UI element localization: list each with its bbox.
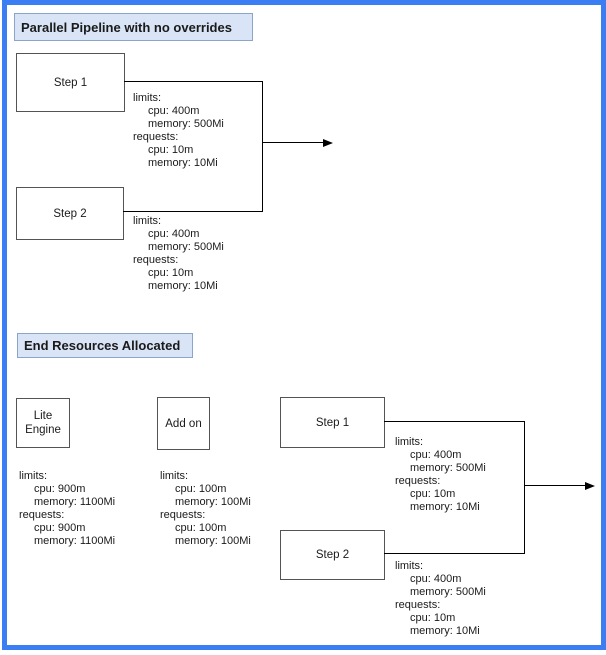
resource-line: cpu: 10m (148, 144, 194, 156)
resource-line: limits: (133, 215, 162, 227)
section2-join-line (524, 421, 525, 554)
section1-step2-label: Step 2 (53, 207, 87, 220)
resource-line: cpu: 10m (410, 612, 456, 624)
resource-line: memory: 10Mi (410, 501, 480, 513)
resource-line: cpu: 400m (148, 228, 200, 240)
resource-line: memory: 1100Mi (34, 496, 116, 508)
section1-step1-connector-line (124, 81, 263, 82)
resource-line: memory: 10Mi (148, 157, 218, 169)
section2-addon-node: Add on (157, 397, 210, 450)
addon-resources: limits: cpu: 100m memory: 100Mi requests… (160, 470, 251, 548)
resource-line: cpu: 100m (175, 483, 227, 495)
section1-step2-connector-line (123, 211, 263, 212)
resource-line: limits: (160, 470, 189, 482)
section1-step1-node: Step 1 (16, 53, 125, 112)
resource-line: memory: 100Mi (175, 535, 251, 547)
section2-title-label: End Resources Allocated (24, 338, 181, 353)
section1-step1-label: Step 1 (53, 76, 88, 89)
resource-line: memory: 10Mi (148, 280, 218, 292)
section2-step1-label: Step 1 (315, 416, 350, 429)
resource-line: cpu: 400m (148, 105, 200, 117)
section2-step2-node: Step 2 (280, 530, 385, 580)
section2-step1-node: Step 1 (280, 397, 385, 448)
resource-line: memory: 100Mi (175, 496, 251, 508)
resource-line: cpu: 900m (34, 522, 86, 534)
section1-step1-resources: limits: cpu: 400m memory: 500Mi requests… (133, 92, 224, 170)
resource-line: memory: 500Mi (148, 241, 224, 253)
resource-line: requests: (133, 254, 179, 266)
resource-line: memory: 500Mi (148, 118, 224, 130)
resource-line: limits: (395, 436, 424, 448)
resource-line: requests: (395, 599, 441, 611)
resource-line: cpu: 10m (148, 267, 194, 279)
lite-engine-resources: limits: cpu: 900m memory: 1100Mi request… (19, 470, 115, 548)
section1-join-line (262, 81, 263, 212)
addon-label: Add on (165, 417, 202, 430)
section2-lite-engine-node: Lite Engine (16, 398, 70, 448)
section2-step1-resources: limits: cpu: 400m memory: 500Mi requests… (395, 436, 486, 514)
resource-line: cpu: 10m (410, 488, 456, 500)
lite-engine-label-line2: Engine (25, 424, 61, 436)
resource-line: memory: 500Mi (410, 586, 486, 598)
section2-output-arrow-line (524, 485, 586, 486)
section2-step1-connector-line (384, 421, 525, 422)
section2-step2-label: Step 2 (315, 549, 350, 561)
section1-title: Parallel Pipeline with no overrides (14, 13, 253, 41)
resource-line: limits: (395, 560, 424, 572)
resource-line: limits: (133, 92, 162, 104)
resource-line: requests: (133, 131, 179, 143)
resource-line: memory: 500Mi (410, 462, 486, 474)
resource-line: requests: (19, 509, 65, 521)
resource-line: cpu: 400m (410, 573, 462, 585)
resource-line: limits: (19, 470, 48, 482)
section1-step2-resources: limits: cpu: 400m memory: 500Mi requests… (133, 215, 224, 293)
section1-output-arrow-line (262, 142, 324, 143)
resource-line: memory: 1100Mi (34, 535, 116, 547)
section2-arrowhead-icon (585, 482, 595, 490)
resource-line: requests: (395, 475, 441, 487)
section2-step2-resources: limits: cpu: 400m memory: 500Mi requests… (395, 560, 486, 638)
section1-step2-node: Step 2 (16, 187, 124, 240)
lite-engine-label-line1: Lite (33, 410, 53, 422)
section2-step2-connector-line (384, 553, 525, 554)
resource-line: cpu: 400m (410, 449, 462, 461)
resource-line: cpu: 900m (34, 483, 86, 495)
section1-title-label: Parallel Pipeline with no overrides (21, 19, 232, 35)
section2-title: End Resources Allocated (17, 333, 193, 358)
resource-line: requests: (160, 509, 206, 521)
resource-line: memory: 10Mi (410, 625, 480, 637)
section1-arrowhead-icon (323, 139, 333, 147)
resource-line: cpu: 100m (175, 522, 227, 534)
